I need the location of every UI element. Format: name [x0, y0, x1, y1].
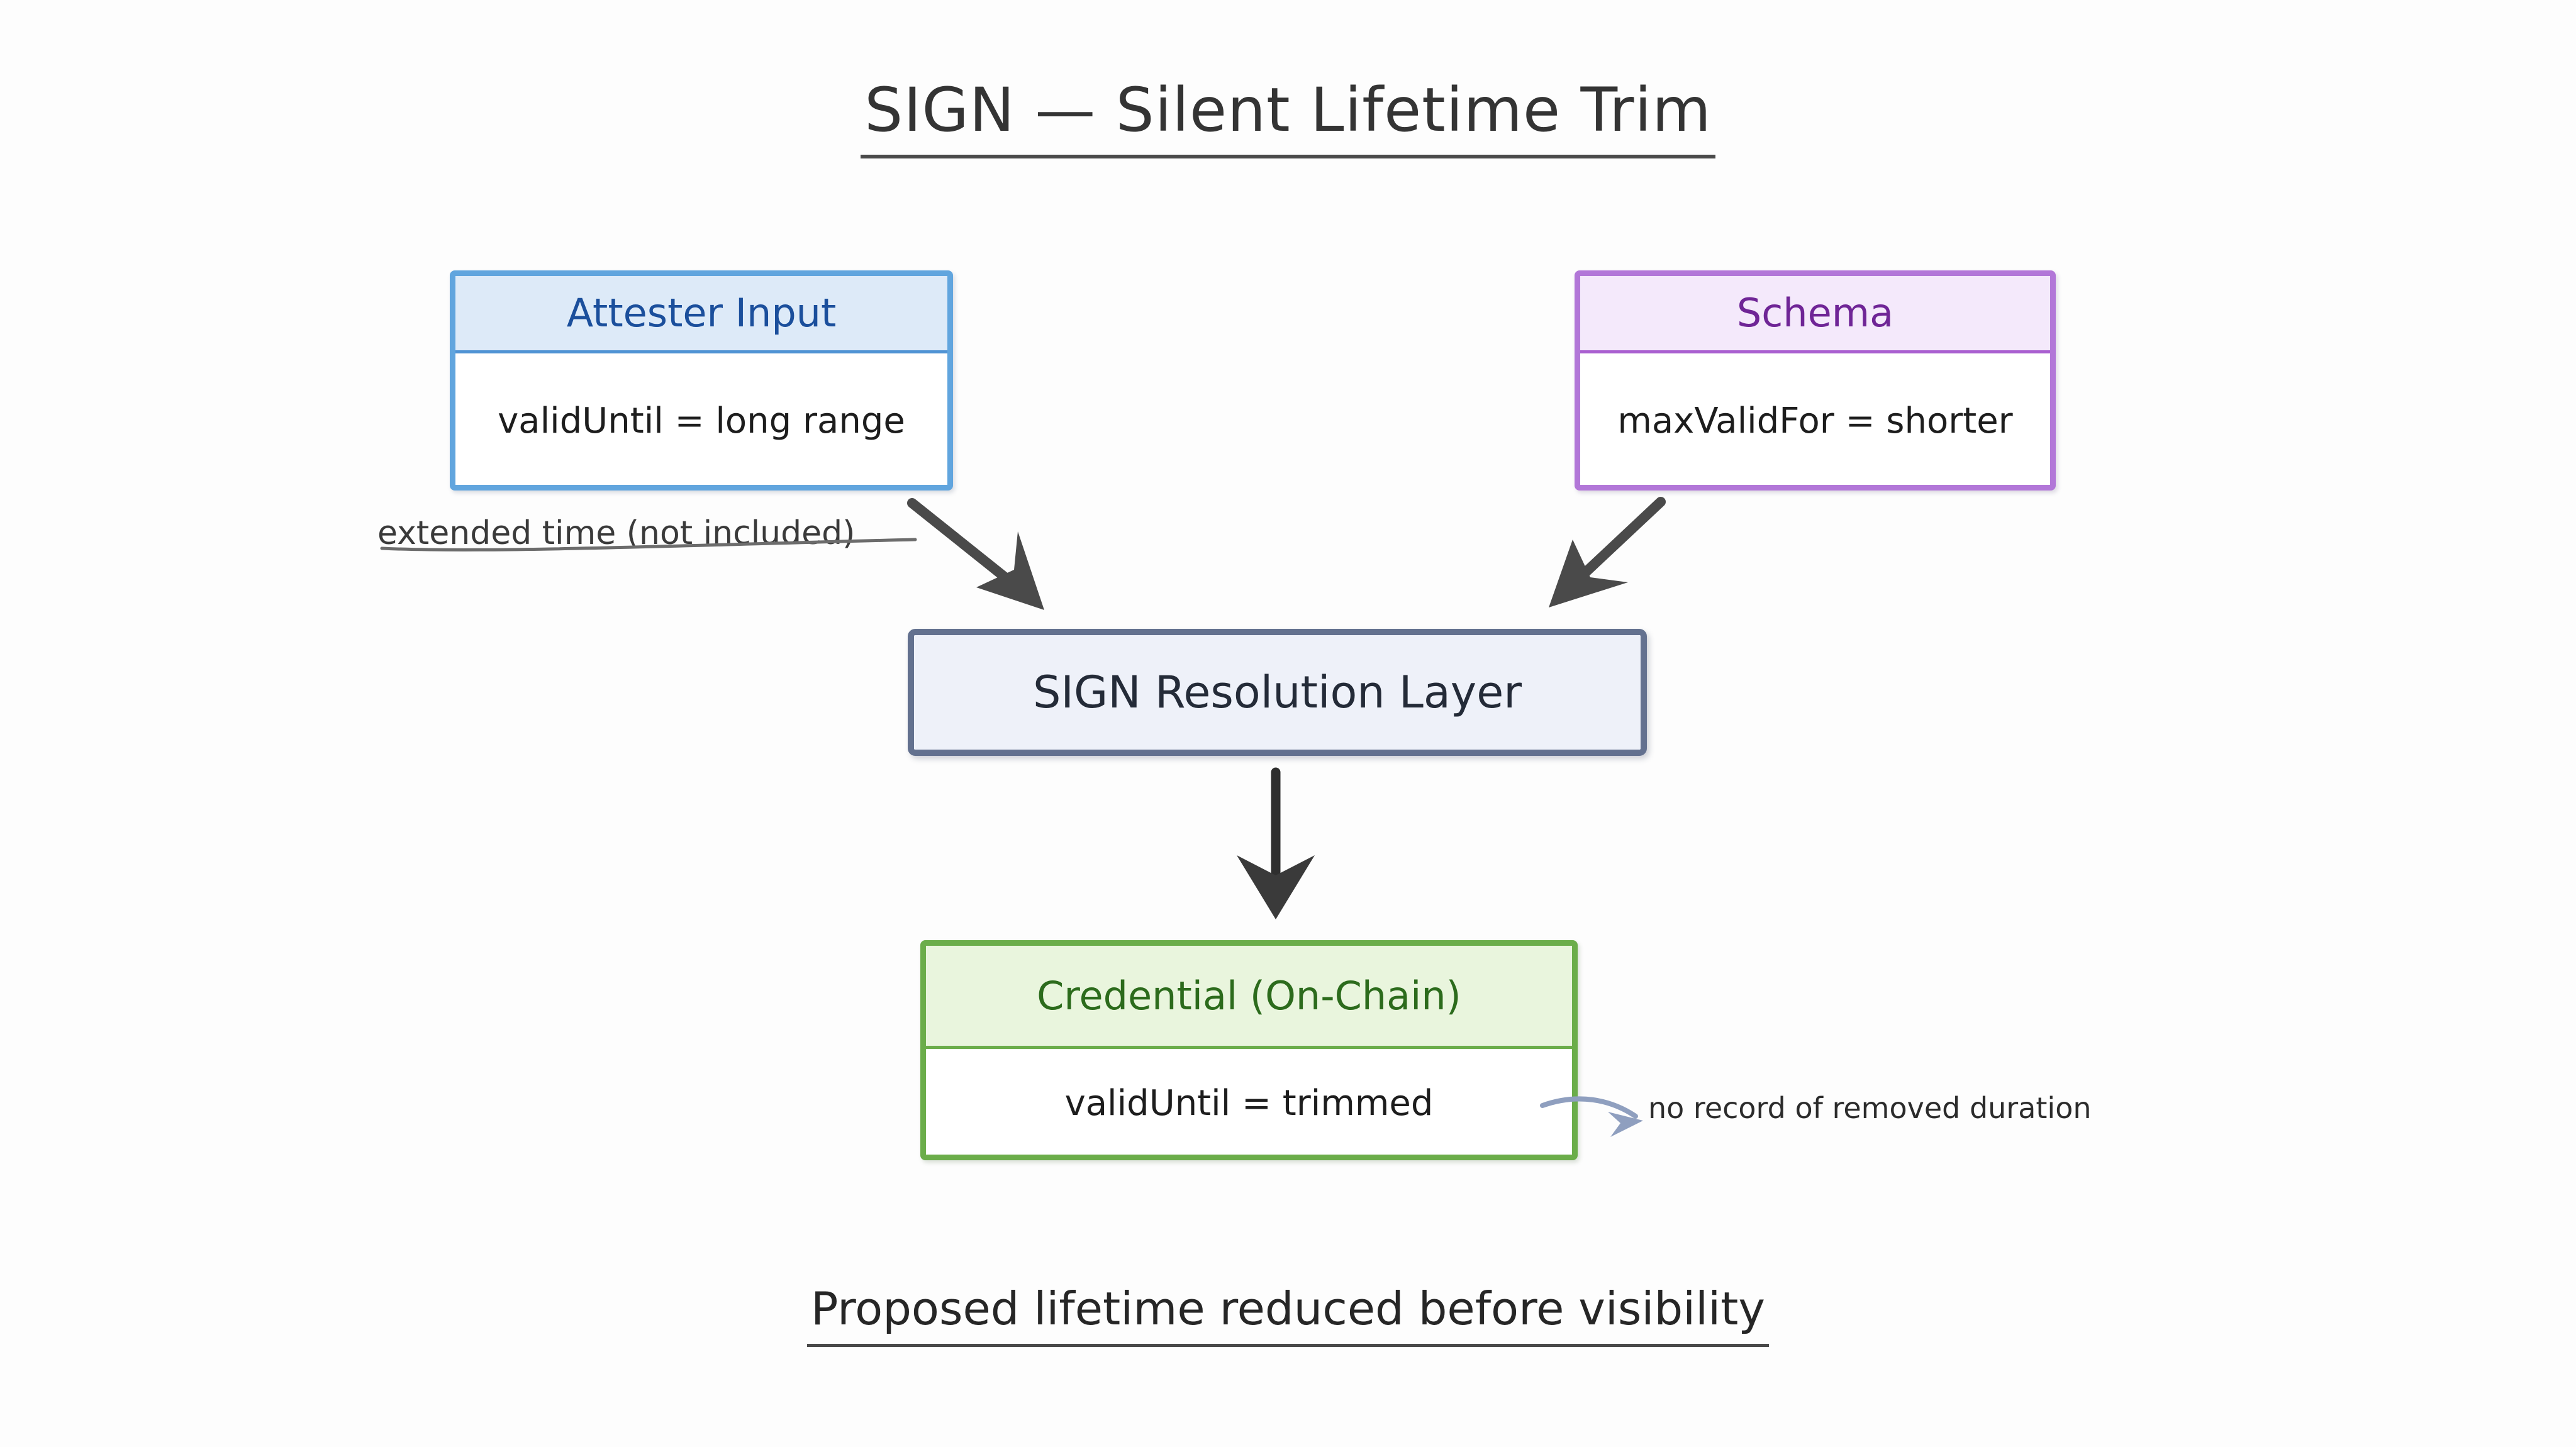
node-credential-on-chain-header: Credential (On-Chain) — [926, 946, 1572, 1049]
node-attester-input-body: validUntil = long range — [455, 353, 947, 485]
node-schema-header: Schema — [1580, 276, 2050, 353]
annotation-no-record: no record of removed duration — [1648, 1091, 2092, 1125]
arrow-schema-to-sign-icon — [1549, 497, 1666, 607]
node-credential-on-chain-body: validUntil = trimmed — [926, 1049, 1572, 1155]
page-title: SIGN — Silent Lifetime Trim — [861, 75, 1715, 159]
arrow-sign-to-credential-icon — [1237, 767, 1315, 919]
node-credential-on-chain[interactable]: Credential (On-Chain) validUntil = trimm… — [920, 940, 1578, 1160]
diagram-title-container: SIGN — Silent Lifetime Trim — [0, 75, 2576, 159]
annotation-extended-time: extended time (not included) — [377, 514, 856, 552]
node-schema-body: maxValidFor = shorter — [1580, 353, 2050, 485]
node-attester-input-header: Attester Input — [455, 276, 947, 353]
node-attester-input[interactable]: Attester Input validUntil = long range — [450, 270, 953, 491]
node-sign-resolution-layer[interactable]: SIGN Resolution Layer — [908, 629, 1647, 756]
diagram-caption-container: Proposed lifetime reduced before visibil… — [0, 1283, 2576, 1347]
diagram-caption: Proposed lifetime reduced before visibil… — [807, 1283, 1769, 1347]
node-sign-resolution-layer-label: SIGN Resolution Layer — [914, 635, 1641, 750]
node-schema[interactable]: Schema maxValidFor = shorter — [1575, 270, 2056, 491]
arrow-attester-to-sign-icon — [907, 498, 1044, 610]
